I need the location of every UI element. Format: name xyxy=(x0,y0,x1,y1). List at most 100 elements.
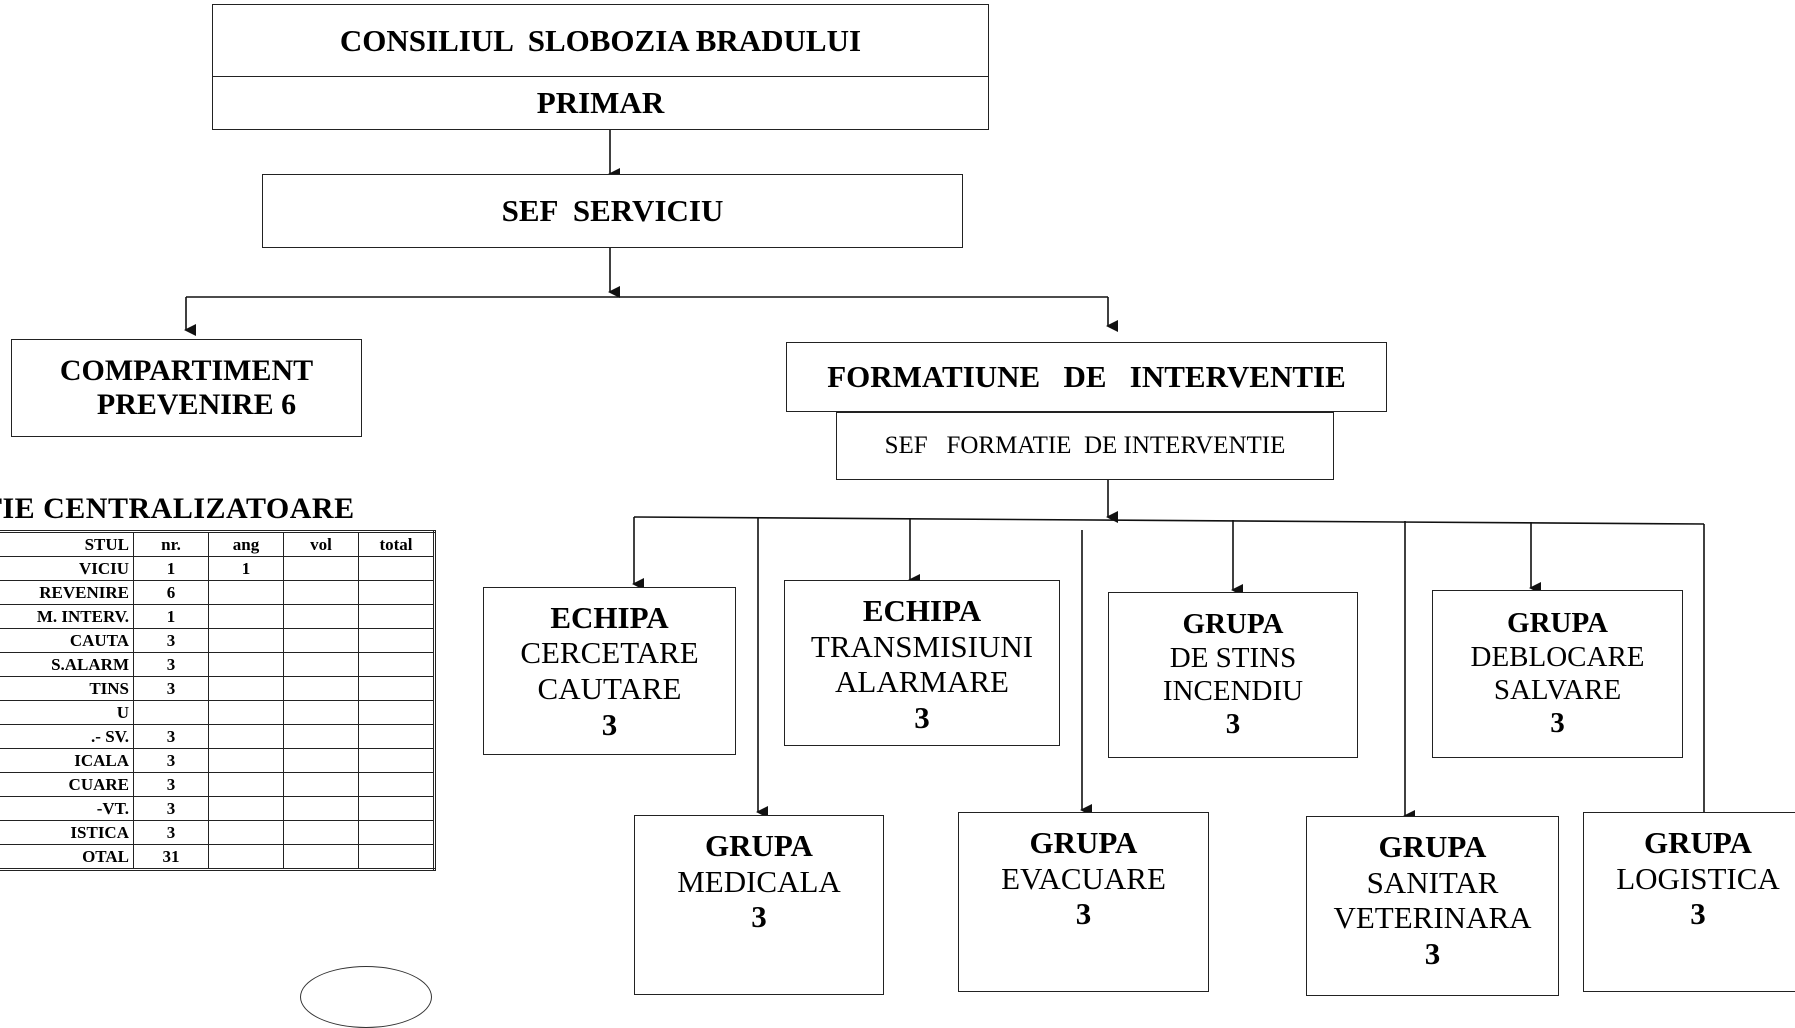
formatiune-label: FORMATIUNE DE INTERVENTIE xyxy=(827,359,1346,395)
team-count: 3 xyxy=(1225,708,1241,741)
table-cell xyxy=(133,700,209,725)
table-cell-post: ISTICA xyxy=(0,820,134,845)
bus-line xyxy=(633,516,1705,525)
team-box-transmisiuni: ECHIPA TRANSMISIUNI ALARMARE 3 xyxy=(784,580,1060,746)
team-box-deblocare-salvare: GRUPA DEBLOCARE SALVARE 3 xyxy=(1432,590,1683,758)
sef-serviciu-label: SEF SERVICIU xyxy=(501,193,724,229)
table-cell xyxy=(283,604,359,629)
team-name-line1: SANITAR xyxy=(1366,864,1499,900)
table-cell-post: CAUTA xyxy=(0,628,134,653)
header-nr: nr. xyxy=(133,531,209,557)
table-cell xyxy=(358,820,435,845)
table-cell xyxy=(208,796,284,821)
table-cell-post: U xyxy=(0,700,134,725)
table-cell xyxy=(283,700,359,725)
team-count: 3 xyxy=(1690,896,1706,932)
table-cell xyxy=(208,700,284,725)
team-title: GRUPA xyxy=(1644,825,1752,860)
team-count: 3 xyxy=(751,899,767,935)
compartiment-label-line1: COMPARTIMENT xyxy=(59,353,314,387)
formatiune-box: FORMATIUNE DE INTERVENTIE xyxy=(786,342,1387,412)
team-name-line1: TRANSMISIUNI xyxy=(810,628,1034,664)
header-ang: ang xyxy=(208,531,284,557)
team-box-cercetare: ECHIPA CERCETARE CAUTARE 3 xyxy=(483,587,736,755)
table-cell: 6 xyxy=(133,580,209,605)
table-cell xyxy=(208,580,284,605)
table-cell: 3 xyxy=(133,628,209,653)
table-cell: 1 xyxy=(133,604,209,629)
table-cell xyxy=(208,772,284,797)
table-cell: 1 xyxy=(133,556,209,581)
team-name-line1: CERCETARE xyxy=(520,635,699,671)
header-post: STUL xyxy=(0,531,134,557)
team-name-line2: VETERINARA xyxy=(1333,900,1532,936)
table-cell xyxy=(358,604,435,629)
table-cell: 3 xyxy=(133,748,209,773)
consiliu-box: CONSILIUL SLOBOZIA BRADULUI xyxy=(212,4,989,78)
team-box-medicala: GRUPA MEDICALA 3 xyxy=(634,815,884,995)
summary-table-header-row: STUL nr. ang vol total xyxy=(0,531,435,557)
table-cell xyxy=(283,724,359,749)
table-cell-post: -VT. xyxy=(0,796,134,821)
table-cell xyxy=(208,676,284,701)
connector-lines xyxy=(184,130,1714,826)
table-cell-post: OTAL xyxy=(0,844,134,870)
table-cell xyxy=(283,796,359,821)
team-title: GRUPA xyxy=(1378,829,1487,864)
table-cell xyxy=(358,748,435,773)
team-title: GRUPA xyxy=(1029,825,1138,860)
header-total: total xyxy=(358,531,435,557)
table-cell xyxy=(283,772,359,797)
team-count: 3 xyxy=(601,706,618,742)
table-cell: 3 xyxy=(133,676,209,701)
primar-label: PRIMAR xyxy=(536,85,665,121)
team-title: ECHIPA xyxy=(550,599,669,635)
team-name-line1: DEBLOCARE xyxy=(1470,640,1645,673)
table-cell xyxy=(358,580,435,605)
table-cell: 3 xyxy=(133,796,209,821)
consiliu-label: CONSILIUL SLOBOZIA BRADULUI xyxy=(339,23,862,59)
table-row: -VT.3 xyxy=(0,796,435,821)
table-cell xyxy=(283,748,359,773)
team-count: 3 xyxy=(914,699,930,735)
table-cell xyxy=(358,724,435,749)
table-cell-post: REVENIRE xyxy=(0,580,134,605)
table-cell xyxy=(208,724,284,749)
team-name-line2: INCENDIU xyxy=(1162,675,1304,707)
table-cell: 3 xyxy=(133,724,209,749)
team-name-line1: EVACUARE xyxy=(1001,860,1166,896)
table-row: U xyxy=(0,700,435,725)
table-cell-post: TINS xyxy=(0,676,134,701)
table-cell xyxy=(358,652,435,677)
team-title: GRUPA xyxy=(705,828,813,863)
header-vol: vol xyxy=(283,531,359,557)
table-cell xyxy=(208,604,284,629)
table-cell xyxy=(358,676,435,701)
team-box-sanitar-veterinara: GRUPA SANITAR VETERINARA 3 xyxy=(1306,816,1559,996)
table-cell: 3 xyxy=(133,652,209,677)
team-title: GRUPA xyxy=(1182,608,1284,641)
sef-formatie-box: SEF FORMATIE DE INTERVENTIE xyxy=(836,412,1334,480)
team-name-line1: LOGISTICA xyxy=(1616,860,1780,896)
table-cell xyxy=(208,844,284,870)
team-name-line1: DE STINS xyxy=(1169,641,1297,674)
table-cell xyxy=(283,628,359,653)
table-cell: 3 xyxy=(133,820,209,845)
team-name-line2: ALARMARE xyxy=(835,664,1009,700)
table-cell xyxy=(358,628,435,653)
table-cell-post: S.ALARM xyxy=(0,652,134,677)
table-cell xyxy=(208,652,284,677)
team-title: GRUPA xyxy=(1507,607,1608,640)
table-cell xyxy=(283,652,359,677)
table-cell xyxy=(358,844,435,870)
table-cell xyxy=(283,580,359,605)
table-cell: 31 xyxy=(133,844,209,870)
table-cell-post: VICIU xyxy=(0,556,134,581)
table-cell xyxy=(358,796,435,821)
table-cell xyxy=(283,676,359,701)
table-cell xyxy=(283,844,359,870)
table-cell-post: ICALA xyxy=(0,748,134,773)
